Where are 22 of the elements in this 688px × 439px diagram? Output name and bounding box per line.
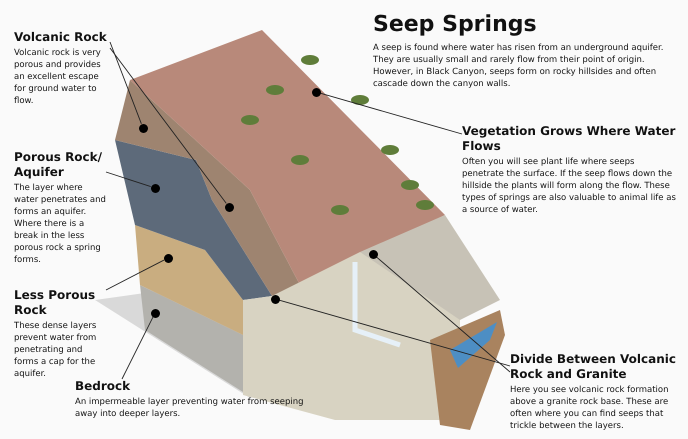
leader-line — [122, 316, 154, 380]
leader-line — [320, 92, 462, 134]
intro-text: A seep is found where water has risen from an underground aquifer. They are usually small and rarely flow from their point of origin. However, in Black Canyon, seeps form on rocky hillsides and often cascade down the canyon walls. — [373, 42, 664, 90]
callout-text: Here you see volcanic rock formation above a granite rock base. These are often where you can find seeps that trickle between the layers. — [510, 384, 670, 432]
callout-heading: Volcanic Rock — [14, 30, 108, 45]
leader-line — [278, 300, 510, 366]
leader-line — [106, 172, 152, 188]
callout-text: Often you will see plant life where seeps penetrate the surface. If the seep flows down the hillside the plants will form along the flow. These types of springs are also valuable to animal life as a source of water. — [462, 156, 677, 216]
callout-text: An impermeable layer preventing water from seeping away into deeper layers. — [75, 396, 305, 420]
leader-line — [110, 42, 142, 124]
leader-line — [106, 260, 164, 290]
callout-heading: Less Porous Rock — [14, 288, 96, 318]
callout-heading: Bedrock — [75, 379, 132, 394]
callout-heading: Porous Rock/ Aquifer — [14, 150, 104, 180]
leader-line — [110, 48, 227, 204]
callout-text: The layer where water penetrates and forms an aquifer. Where there is a break in the less porous rock a spring forms. — [14, 182, 106, 266]
callout-text: Volcanic rock is very porous and provides an excellent escape for ground water to flow. — [14, 47, 102, 107]
callout-heading: Divide Between Volcanic Rock and Granite — [510, 352, 677, 382]
callout-heading: Vegetation Grows Where Water Flows — [462, 124, 676, 154]
callout-text: These dense layers prevent water from penetrating and forms a cap for the aquifer. — [14, 320, 98, 380]
leader-line — [376, 256, 510, 372]
title: Seep Springs — [373, 12, 537, 37]
